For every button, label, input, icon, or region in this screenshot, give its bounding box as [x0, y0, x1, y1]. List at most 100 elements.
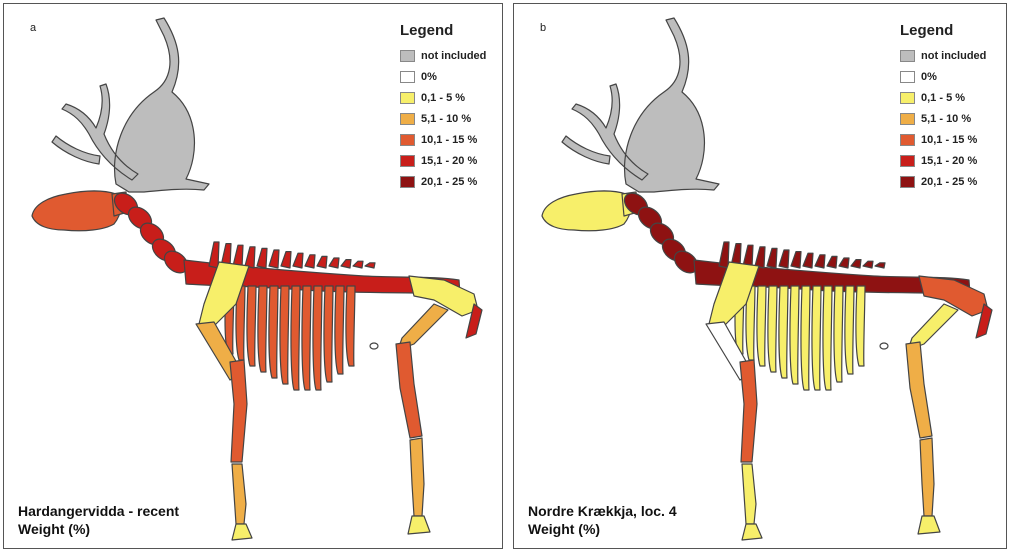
rib [779, 286, 788, 378]
dorsal-spine [767, 248, 777, 268]
radius [740, 360, 757, 462]
dorsal-spine [245, 247, 255, 268]
antler [562, 18, 719, 192]
legend-label: 0% [421, 71, 437, 83]
legend-swatch [400, 113, 415, 125]
panel-letter: a [30, 22, 36, 34]
radius [230, 360, 247, 462]
legend-item: 5,1 - 10 % [900, 108, 986, 129]
rib [258, 286, 267, 372]
rib [834, 286, 843, 382]
antler [52, 18, 209, 192]
legend-item: 10,1 - 15 % [900, 129, 986, 150]
dorsal-spine [803, 253, 813, 268]
caption: Nordre Krækkja, loc. 4 Weight (%) [528, 502, 677, 538]
legend-swatch [900, 71, 915, 83]
legend-swatch [400, 134, 415, 146]
dorsal-spine [719, 242, 729, 268]
dorsal-spine [209, 242, 219, 268]
rib [291, 286, 300, 390]
skull [542, 191, 631, 231]
legend-item: 0% [400, 66, 486, 87]
legend-label: 10,1 - 15 % [421, 134, 477, 146]
sternum [880, 343, 888, 349]
legend-item: not included [900, 45, 986, 66]
legend-item: not included [400, 45, 486, 66]
rib [302, 286, 311, 390]
caption-measure: Weight (%) [18, 520, 179, 538]
caption-site: Hardangervidda - recent [18, 502, 179, 520]
legend-label: 0% [921, 71, 937, 83]
rib [801, 286, 810, 390]
legend-label: 5,1 - 10 % [921, 113, 971, 125]
hind-foot [918, 516, 940, 534]
panel-letter: b [540, 22, 546, 34]
dorsal-spine [317, 256, 327, 268]
legend-label: 20,1 - 25 % [921, 176, 977, 188]
legend-swatch [900, 176, 915, 188]
dorsal-spine [791, 252, 801, 268]
rib [845, 286, 854, 374]
rib [324, 286, 333, 382]
legend-item: 20,1 - 25 % [400, 171, 486, 192]
rib [247, 286, 256, 366]
dorsal-spine [281, 252, 291, 268]
legend-label: 5,1 - 10 % [421, 113, 471, 125]
legend-item: 0,1 - 5 % [900, 87, 986, 108]
legend-items: not included 0% 0,1 - 5 % 5,1 - 10 % 10,1 - … [400, 45, 486, 192]
legend-label: 10,1 - 15 % [921, 134, 977, 146]
dorsal-spine [755, 247, 765, 268]
dorsal-spine [875, 263, 885, 268]
dorsal-spine [851, 260, 861, 268]
hind-foot [408, 516, 430, 534]
tibia [396, 342, 422, 438]
legend-item: 10,1 - 15 % [400, 129, 486, 150]
dorsal-spine [779, 250, 789, 268]
dorsal-spine [257, 248, 267, 268]
dorsal-spine [815, 255, 825, 268]
legend-swatch [900, 155, 915, 167]
front-foot [742, 524, 762, 540]
legend-title: Legend [400, 22, 486, 39]
legend-swatch [900, 113, 915, 125]
dorsal-spine [839, 258, 849, 268]
legend-item: 15,1 - 20 % [400, 150, 486, 171]
dorsal-spine [329, 258, 339, 268]
panel-a: a Legend not included 0% 0,1 - 5 % 5,1 - 10… [3, 3, 503, 549]
rib [346, 286, 355, 366]
legend-swatch [400, 92, 415, 104]
legend-title: Legend [900, 22, 986, 39]
legend-label: not included [421, 50, 486, 62]
skull [32, 191, 121, 231]
caption: Hardangervidda - recent Weight (%) [18, 502, 179, 538]
caption-site: Nordre Krækkja, loc. 4 [528, 502, 677, 520]
legend-swatch [400, 176, 415, 188]
legend-item: 0% [900, 66, 986, 87]
dorsal-spine [341, 260, 351, 268]
rib [280, 286, 289, 384]
dorsal-spine [827, 256, 837, 268]
legend-swatch [900, 50, 915, 62]
rib [790, 286, 799, 384]
sternum [370, 343, 378, 349]
legend-item: 15,1 - 20 % [900, 150, 986, 171]
legend-swatch [400, 50, 415, 62]
legend-label: 15,1 - 20 % [421, 155, 477, 167]
panel-b: b Legend not included 0% 0,1 - 5 % 5,1 - 10… [513, 3, 1007, 549]
dorsal-spine [863, 261, 873, 268]
tibia [906, 342, 932, 438]
rib [768, 286, 777, 372]
metatarsal [410, 438, 424, 516]
dorsal-spine [293, 253, 303, 268]
rib [856, 286, 865, 366]
caption-measure: Weight (%) [528, 520, 677, 538]
dorsal-spine [305, 255, 315, 268]
rib [757, 286, 766, 366]
legend-label: 0,1 - 5 % [421, 92, 465, 104]
legend-label: 0,1 - 5 % [921, 92, 965, 104]
legend-swatch [900, 92, 915, 104]
legend-label: not included [921, 50, 986, 62]
legend-label: 15,1 - 20 % [921, 155, 977, 167]
legend-item: 0,1 - 5 % [400, 87, 486, 108]
